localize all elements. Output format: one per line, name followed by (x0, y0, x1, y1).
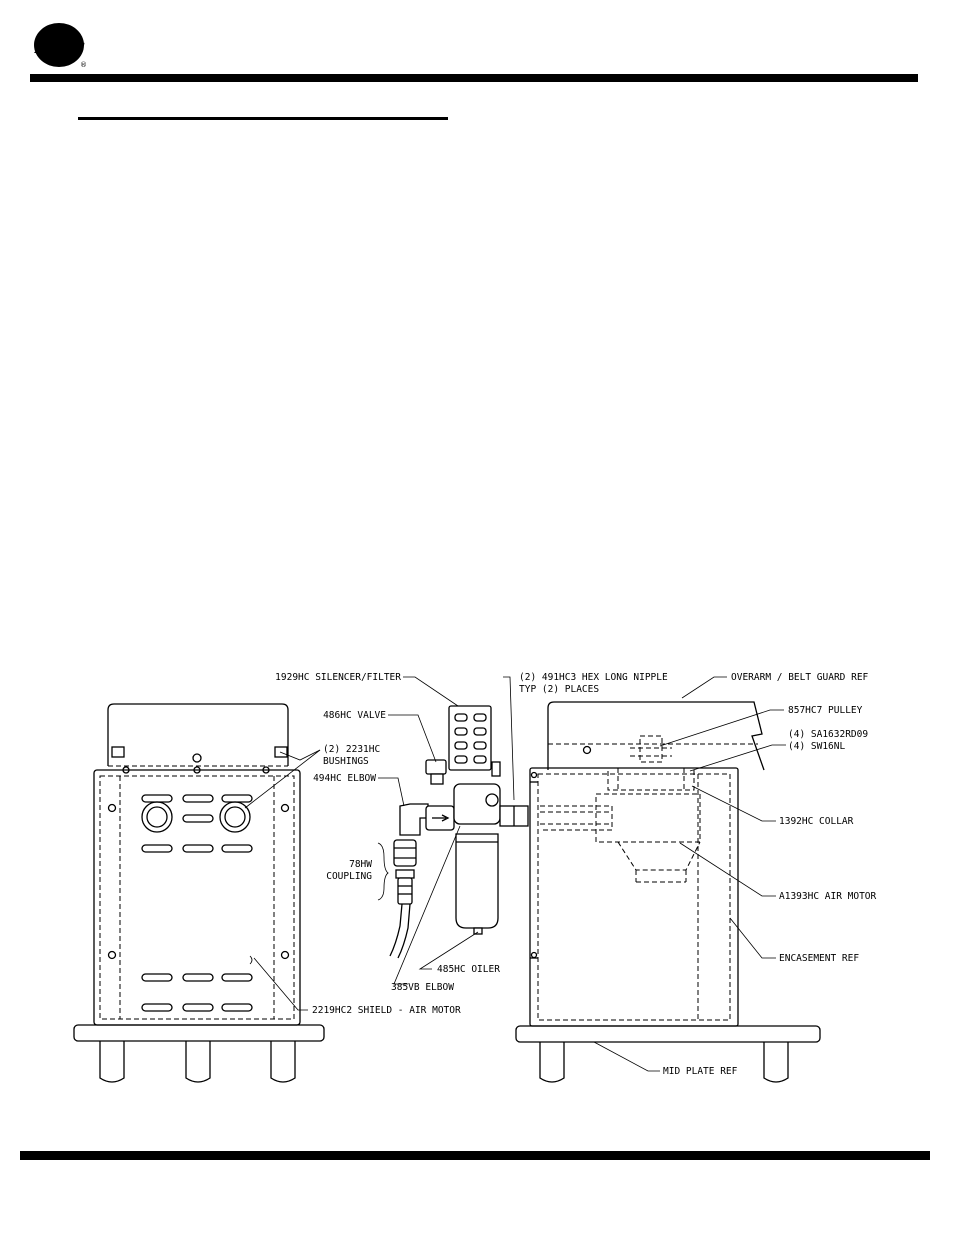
label-washers: (4) SW16NL (788, 741, 845, 752)
section-title-rule (78, 117, 448, 120)
footer-rule (20, 1151, 930, 1160)
header-rule (30, 74, 918, 82)
label-valve: 486HC VALVE (323, 710, 386, 721)
label-screws: (4) SA1632RD09 (788, 729, 868, 740)
label-shield: 2219HC2 SHIELD - AIR MOTOR (312, 1005, 461, 1016)
label-hex-nipple-places: TYP (2) PLACES (519, 684, 599, 695)
air-motor-assembly-drawing: 1929HC SILENCER/FILTER (2) 491HC3 HEX LO… (73, 672, 877, 1083)
logo-text: Parr (34, 34, 85, 58)
label-pulley: 857HC7 PULLEY (788, 705, 863, 716)
label-air-motor: A1393HC AIR MOTOR (779, 891, 877, 902)
leader-lines (244, 676, 786, 1072)
label-silencer-filter: 1929HC SILENCER/FILTER (275, 672, 401, 683)
right-view (515, 701, 821, 1083)
label-coupling-part: 78HW (349, 859, 372, 870)
label-elbow-494: 494HC ELBOW (313, 773, 376, 784)
label-overarm: OVERARM / BELT GUARD REF (731, 672, 869, 683)
label-mid-plate: MID PLATE REF (663, 1066, 738, 1077)
label-collar: 1392HC COLLAR (779, 816, 854, 827)
logo-registered-mark: ® (80, 61, 87, 69)
parr-logo: Parr ® (34, 23, 87, 69)
label-bushings: BUSHINGS (323, 756, 369, 767)
label-oiler: 485HC OILER (437, 964, 500, 975)
left-view (73, 703, 325, 1083)
label-encasement: ENCASEMENT REF (779, 953, 859, 964)
label-elbow-385: 385VB ELBOW (391, 982, 454, 993)
label-hex-nipple: (2) 491HC3 HEX LONG NIPPLE (519, 672, 668, 683)
label-coupling: COUPLING (326, 871, 372, 882)
callout-labels: 1929HC SILENCER/FILTER (2) 491HC3 HEX LO… (275, 672, 876, 1077)
air-supply-assembly (377, 705, 529, 959)
label-bushings-count: (2) 2231HC (323, 744, 380, 755)
